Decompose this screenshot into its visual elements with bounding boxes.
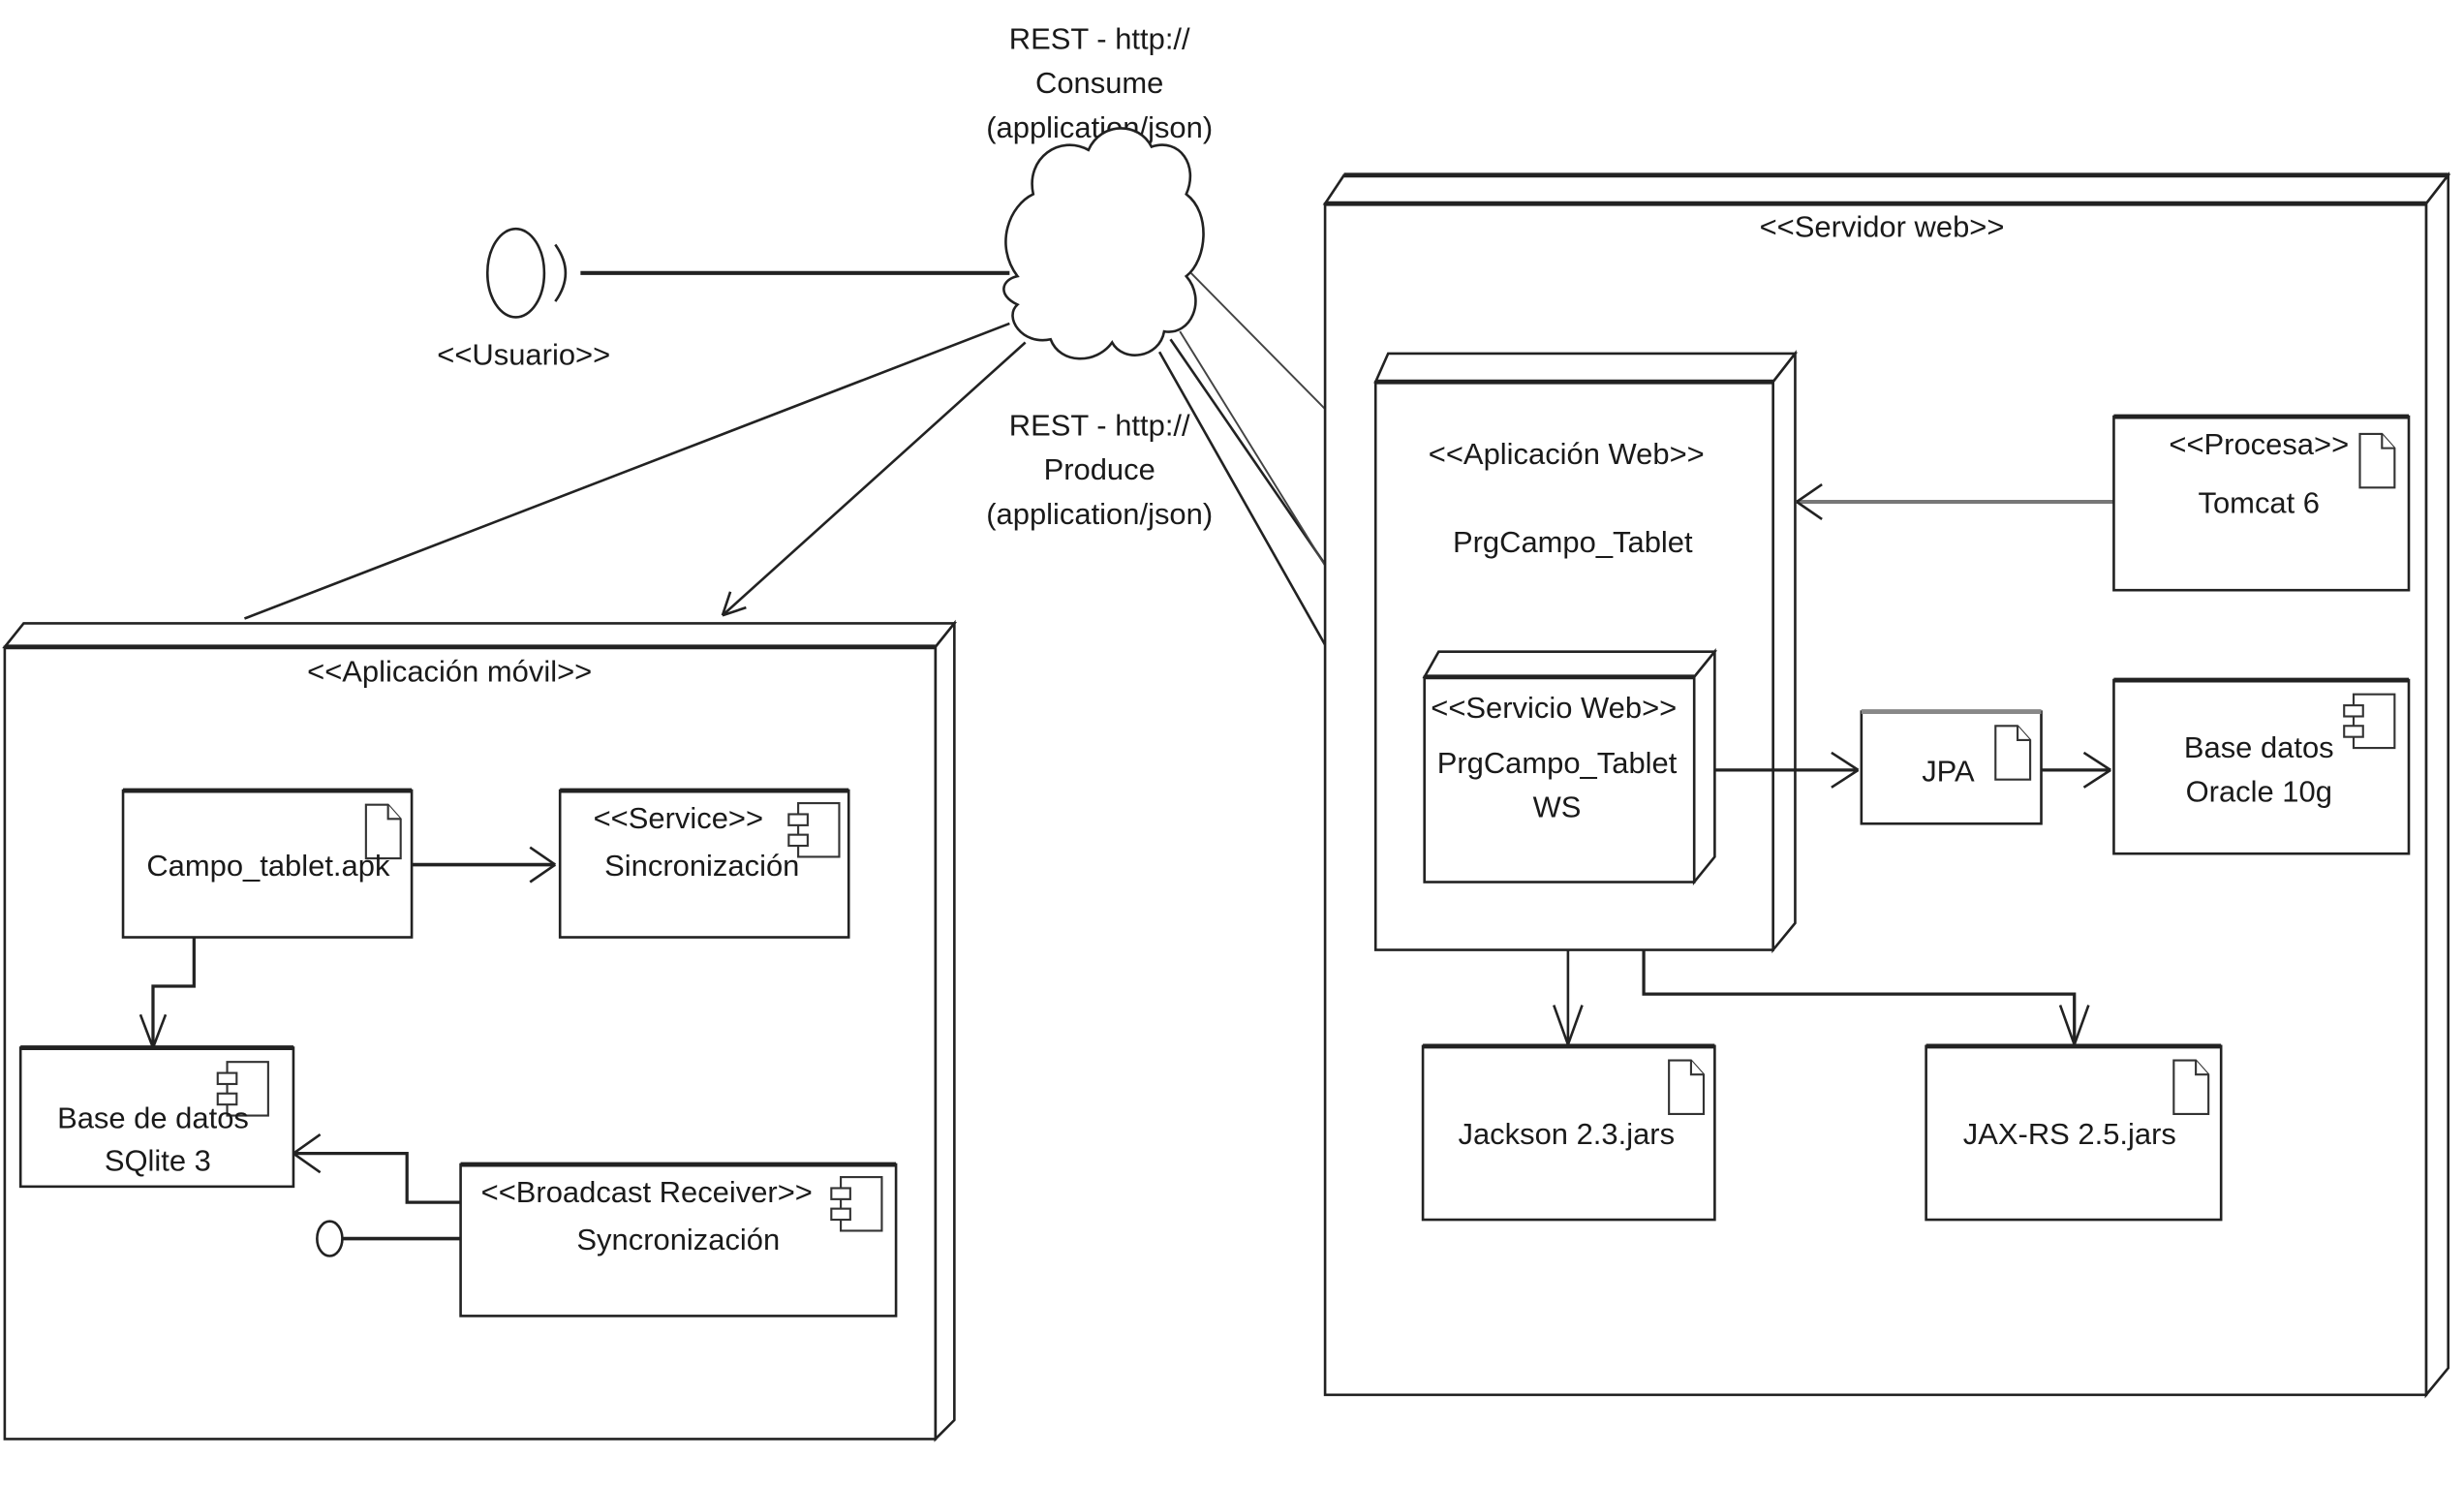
produce-label: REST - http:// Produce (application/json… — [986, 409, 1213, 531]
svg-text:REST - http://: REST - http:// — [1009, 409, 1190, 443]
jaxrs-label: JAX-RS 2.5.jars — [1963, 1117, 2176, 1151]
sqlite-database-component[interactable]: Base de datos SQlite 3 — [18, 1045, 295, 1189]
apk-artifact[interactable]: Campo_tablet.apk — [121, 788, 414, 939]
jackson-label: Jackson 2.3.jars — [1459, 1117, 1676, 1151]
artifact-icon — [2358, 432, 2396, 489]
server-node-stereotype: <<Servidor web>> — [1760, 209, 2005, 243]
service-label: Sincronización — [604, 849, 799, 883]
tomcat-artifact[interactable]: <<Procesa>> Tomcat 6 — [2112, 414, 2411, 592]
receiver-stereotype: <<Broadcast Receiver>> — [481, 1175, 813, 1209]
jpa-artifact[interactable]: JPA — [1860, 709, 2043, 825]
sqlite-line-1: Base de datos — [57, 1101, 249, 1135]
user-actor[interactable]: <<Usuario>> — [437, 227, 610, 371]
service-stereotype: <<Service>> — [594, 801, 763, 835]
tomcat-label: Tomcat 6 — [2199, 485, 2321, 519]
ws-line-2: WS — [1533, 790, 1582, 824]
artifact-icon — [2172, 1059, 2210, 1115]
webapp-stereotype: <<Aplicación Web>> — [1429, 437, 1705, 471]
service-component[interactable]: <<Service>> Sincronización — [558, 788, 850, 939]
svg-text:(application/json): (application/json) — [986, 497, 1213, 531]
webapp-label: PrgCampo_Tablet — [1453, 525, 1693, 559]
cloud-mobile-link — [243, 322, 1010, 620]
cloud-mobile-arrow — [722, 341, 1027, 617]
ws-line-1: PrgCampo_Tablet — [1437, 746, 1678, 780]
svg-text:REST - http://: REST - http:// — [1009, 22, 1190, 56]
artifact-icon — [1668, 1059, 1706, 1115]
sqlite-line-2: SQlite 3 — [105, 1144, 211, 1178]
user-label: <<Usuario>> — [437, 337, 610, 371]
jpa-label: JPA — [1922, 754, 1975, 788]
apk-label: Campo_tablet.apk — [146, 849, 390, 883]
broadcast-receiver-component[interactable]: <<Broadcast Receiver>> Syncronización — [459, 1162, 898, 1318]
consume-label: REST - http:// Consume (application/json… — [986, 22, 1213, 144]
oracle-line-1: Base datos — [2184, 730, 2334, 764]
mobile-node-stereotype: <<Aplicación móvil>> — [307, 655, 592, 689]
ws-stereotype: <<Servicio Web>> — [1431, 691, 1677, 725]
tomcat-stereotype: <<Procesa>> — [2169, 427, 2349, 461]
cloud-icon — [1002, 127, 1205, 360]
web-service-node[interactable]: <<Servicio Web>> PrgCampo_Tablet WS — [1422, 648, 1718, 886]
oracle-line-2: Oracle 10g — [2186, 774, 2332, 808]
svg-text:Produce: Produce — [1044, 452, 1155, 486]
artifact-icon — [1994, 725, 2032, 781]
receiver-label: Syncronización — [576, 1223, 780, 1256]
jackson-artifact[interactable]: Jackson 2.3.jars — [1421, 1043, 1716, 1222]
oracle-database-component[interactable]: Base datos Oracle 10g — [2112, 677, 2411, 855]
interface-icon — [316, 1220, 344, 1257]
jaxrs-artifact[interactable]: JAX-RS 2.5.jars — [1925, 1043, 2223, 1222]
svg-text:Consume: Consume — [1035, 66, 1163, 100]
